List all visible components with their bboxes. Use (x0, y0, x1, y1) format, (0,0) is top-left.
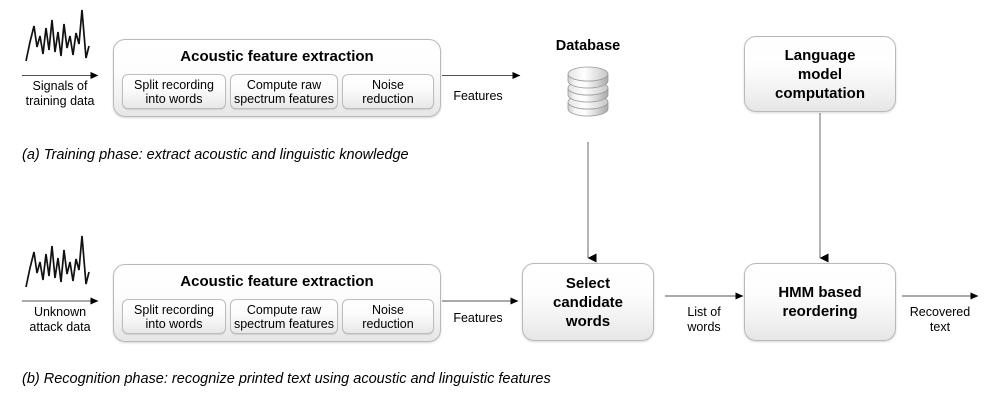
acoustic-box-title-b: Acoustic feature extraction (180, 273, 374, 290)
acoustic-feature-extraction-box-a[interactable]: Acoustic feature extraction Split record… (113, 39, 441, 117)
recovered-text-label: Recovered text (909, 305, 971, 334)
step-noise-reduction-a[interactable]: Noise reduction (342, 74, 434, 109)
caption-recognition-phase: (b) Recognition phase: recognize printed… (22, 371, 551, 387)
features-label-a: Features (453, 89, 503, 103)
input-label-training: Signals of training data (25, 79, 95, 108)
input-label-unknown: Unknown attack data (29, 305, 91, 334)
database-heading: Database (555, 38, 621, 54)
waveform-icon (24, 6, 92, 68)
hmm-based-reordering-box[interactable]: HMM based reordering (744, 263, 896, 341)
list-of-words-label: List of words (687, 305, 721, 334)
step-compute-spectrum-b[interactable]: Compute raw spectrum features (230, 299, 338, 334)
acoustic-box-title-a: Acoustic feature extraction (180, 48, 374, 65)
step-split-recording-a[interactable]: Split recording into words (122, 74, 226, 109)
waveform-icon (24, 232, 92, 294)
step-noise-reduction-b[interactable]: Noise reduction (342, 299, 434, 334)
select-candidate-words-box[interactable]: Select candidate words (522, 263, 654, 341)
features-label-b: Features (453, 311, 503, 325)
acoustic-feature-extraction-box-b[interactable]: Acoustic feature extraction Split record… (113, 264, 441, 342)
language-model-computation-box[interactable]: Language model computation (744, 36, 896, 112)
database-cylinder-icon (565, 62, 611, 120)
caption-training-phase: (a) Training phase: extract acoustic and… (22, 147, 409, 163)
step-split-recording-b[interactable]: Split recording into words (122, 299, 226, 334)
step-compute-spectrum-a[interactable]: Compute raw spectrum features (230, 74, 338, 109)
